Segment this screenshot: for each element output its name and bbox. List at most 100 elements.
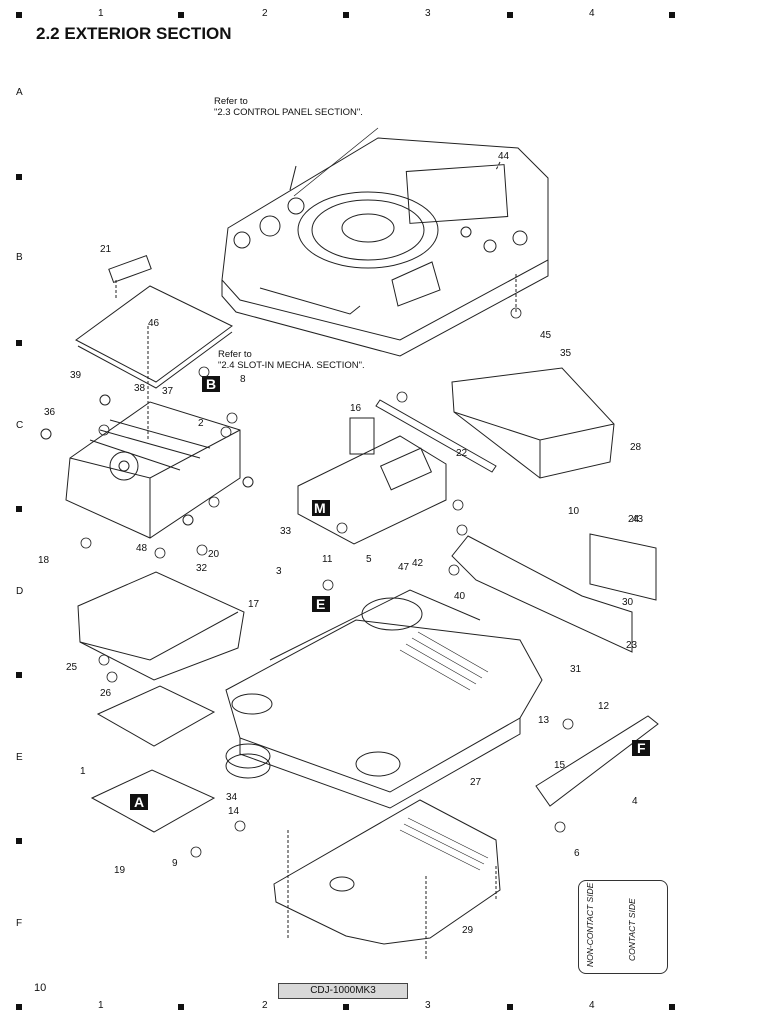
svg-text:39: 39 [70, 370, 82, 381]
svg-text:48: 48 [136, 543, 148, 554]
row-label-c: C [16, 420, 24, 431]
svg-text:30: 30 [622, 597, 634, 608]
column-label-2: 2 [262, 1000, 268, 1011]
row-mark [16, 672, 22, 678]
svg-text:11: 11 [322, 554, 333, 565]
svg-text:6: 6 [574, 848, 580, 859]
fan-34 [225, 743, 271, 769]
board-26 [96, 685, 216, 747]
pcb-a [90, 769, 216, 833]
section-title: 2.2 EXTERIOR SECTION [36, 24, 232, 43]
column-label-1: 1 [98, 1000, 104, 1011]
svg-text:29: 29 [462, 925, 474, 936]
svg-text:E: E [316, 596, 325, 612]
svg-text:25: 25 [66, 662, 78, 673]
row-label-e: E [16, 752, 23, 763]
svg-text:M: M [314, 500, 326, 516]
svg-text:46: 46 [148, 318, 160, 329]
section-marker-a: A [130, 794, 148, 810]
connector-markers [80, 307, 574, 858]
svg-text:45: 45 [540, 330, 552, 341]
grid-mark [507, 1004, 513, 1010]
svg-text:12: 12 [598, 701, 610, 712]
section-marker-m: M [312, 500, 330, 516]
column-label-2: 2 [262, 8, 268, 19]
slot-in-mecha-unit [40, 394, 254, 539]
note-line: "2.4 SLOT-IN MECHA. SECTION". [218, 360, 365, 371]
svg-text:23: 23 [626, 640, 638, 651]
contact-side-inset: NON-CONTACT SIDE CONTACT SIDE [578, 880, 668, 974]
svg-text:37: 37 [162, 386, 174, 397]
row-label-a: A [16, 87, 23, 98]
svg-text:43: 43 [632, 514, 644, 525]
svg-text:16: 16 [350, 403, 362, 414]
row-label-d: D [16, 586, 24, 597]
control-panel-note: Refer to "2.3 CONTROL PANEL SECTION". [214, 96, 363, 118]
column-label-4: 4 [589, 8, 595, 19]
note-line: Refer to [218, 349, 252, 360]
page-number: 10 [34, 982, 47, 994]
svg-text:9: 9 [172, 858, 178, 869]
section-marker-e: E [312, 596, 330, 612]
grid-mark [507, 12, 513, 18]
svg-text:2: 2 [198, 418, 204, 429]
section-marker-f: F [632, 740, 650, 756]
contact-side-label: CONTACT SIDE [627, 898, 637, 961]
svg-text:31: 31 [570, 664, 582, 675]
svg-text:10: 10 [568, 506, 580, 517]
row-label-f: F [16, 918, 23, 929]
row-label-b: B [16, 252, 23, 263]
svg-text:19: 19 [114, 865, 126, 876]
svg-text:47: 47 [398, 562, 410, 573]
bar-22 [375, 399, 497, 473]
svg-text:32: 32 [196, 563, 208, 574]
svg-text:26: 26 [100, 688, 112, 699]
svg-text:35: 35 [560, 348, 572, 359]
svg-text:38: 38 [134, 383, 146, 394]
svg-text:21: 21 [100, 244, 112, 255]
section-marker-b: B [202, 376, 220, 392]
row-mark [16, 506, 22, 512]
main-chassis [225, 589, 543, 809]
row-mark [16, 838, 22, 844]
column-label-4: 4 [589, 1000, 595, 1011]
svg-text:1: 1 [80, 766, 86, 777]
control-panel-unit [221, 137, 549, 357]
model-label: CDJ-1000MK3 [278, 983, 408, 999]
svg-text:27: 27 [470, 777, 482, 788]
non-contact-side-label: NON-CONTACT SIDE [585, 882, 595, 967]
row-mark [16, 340, 22, 346]
svg-text:B: B [206, 376, 216, 392]
rear-panel-23 [451, 535, 633, 653]
svg-text:13: 13 [538, 715, 550, 726]
svg-text:A: A [134, 794, 144, 810]
svg-text:42: 42 [412, 558, 424, 569]
svg-text:24: 24 [628, 514, 640, 525]
column-grid-bottom: 1 2 3 4 [0, 996, 768, 1016]
svg-text:3: 3 [276, 566, 282, 577]
column-label-3: 3 [425, 8, 431, 19]
grid-mark [178, 12, 184, 18]
grid-mark [343, 12, 349, 18]
svg-text:44: 44 [498, 151, 510, 162]
column-label-3: 3 [425, 1000, 431, 1011]
svg-text:F: F [637, 740, 646, 756]
svg-text:15: 15 [554, 760, 566, 771]
bracket-25 [77, 571, 245, 681]
note-line: "2.3 CONTROL PANEL SECTION". [214, 107, 363, 118]
note-line: Refer to [214, 96, 248, 107]
grid-mark [669, 12, 675, 18]
svg-text:36: 36 [44, 407, 56, 418]
bracket-28 [451, 367, 615, 479]
svg-text:14: 14 [228, 806, 240, 817]
column-label-1: 1 [98, 8, 104, 19]
svg-text:8: 8 [240, 374, 246, 385]
svg-text:20: 20 [208, 549, 220, 560]
shield-plate [75, 285, 233, 383]
bottom-cover-29 [273, 799, 501, 945]
svg-text:33: 33 [280, 526, 292, 537]
column-grid-top: 1 2 3 4 [0, 4, 768, 24]
svg-text:34: 34 [226, 792, 238, 803]
